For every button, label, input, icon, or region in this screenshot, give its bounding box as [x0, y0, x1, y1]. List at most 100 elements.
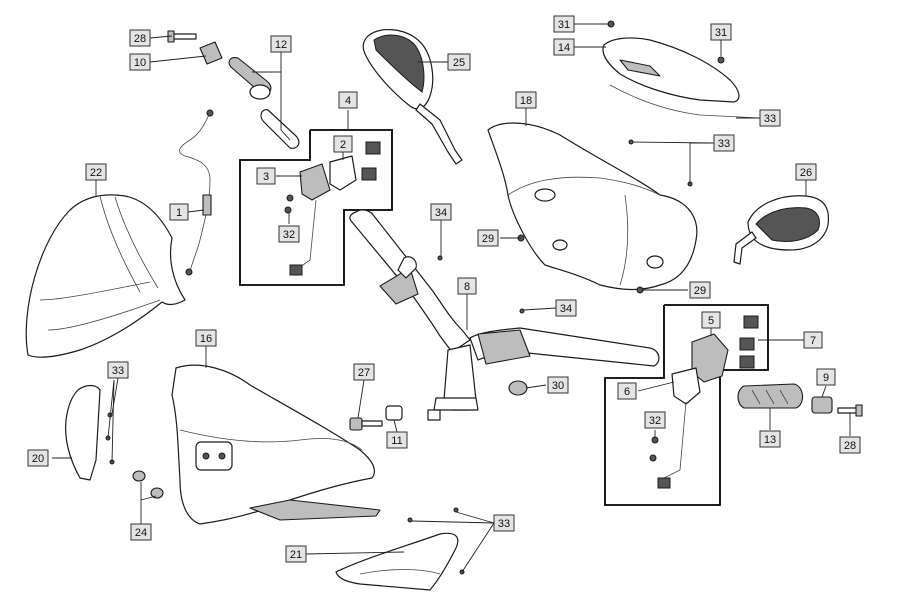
leader-lines — [52, 23, 851, 573]
part-mirror-right — [733, 195, 830, 265]
svg-text:25: 25 — [453, 57, 465, 69]
svg-text:3: 3 — [263, 171, 269, 183]
part-rear-handlebar-cover — [487, 122, 698, 291]
callout-3: 3 — [256, 167, 276, 185]
callout-33-lower: 33 — [493, 514, 515, 532]
callout-20: 20 — [27, 449, 49, 467]
svg-text:13: 13 — [764, 434, 776, 446]
callout-21: 21 — [285, 545, 307, 563]
callout-34-upper: 34 — [430, 203, 452, 221]
svg-text:28: 28 — [844, 440, 856, 452]
svg-text:33: 33 — [112, 365, 124, 377]
svg-text:14: 14 — [558, 42, 570, 54]
svg-text:18: 18 — [520, 95, 532, 107]
callout-6: 6 — [617, 382, 637, 400]
svg-text:33: 33 — [498, 518, 510, 530]
callout-32-right: 32 — [644, 411, 666, 429]
callout-12: 12 — [270, 35, 292, 53]
callout-9: 9 — [816, 368, 836, 386]
svg-text:10: 10 — [134, 57, 146, 69]
callout-24: 24 — [130, 523, 152, 541]
part-bar-end-right — [811, 396, 833, 414]
svg-text:33: 33 — [718, 138, 730, 150]
callout-31-left: 31 — [553, 15, 575, 33]
part-nut-11 — [385, 405, 403, 421]
part-rubber-mount — [508, 380, 528, 396]
svg-text:11: 11 — [391, 435, 402, 447]
svg-text:7: 7 — [810, 335, 816, 347]
part-throttle-cable — [179, 109, 214, 276]
svg-text:31: 31 — [715, 27, 727, 39]
callout-31-right: 31 — [710, 23, 732, 41]
callout-25: 25 — [447, 53, 471, 71]
svg-text:24: 24 — [135, 527, 147, 539]
callout-32-left: 32 — [278, 225, 300, 243]
svg-text:6: 6 — [624, 386, 630, 398]
callout-14: 14 — [553, 38, 575, 56]
callout-30: 30 — [547, 376, 569, 394]
svg-text:26: 26 — [800, 167, 812, 179]
callout-27: 27 — [353, 363, 375, 381]
part-grommets — [132, 470, 164, 499]
part-lower-panel — [335, 532, 459, 591]
callout-26: 26 — [795, 163, 817, 181]
callout-13: 13 — [759, 430, 781, 448]
part-grip-left — [228, 57, 300, 149]
callout-34-lower: 34 — [555, 299, 577, 317]
callout-29-lower: 29 — [689, 281, 711, 299]
callout-2: 2 — [333, 135, 353, 153]
part-bolt-right — [837, 404, 863, 417]
callout-22: 22 — [85, 163, 107, 181]
svg-text:2: 2 — [340, 139, 346, 151]
callout-33-cover: 33 — [713, 134, 735, 152]
callout-1: 1 — [169, 203, 189, 221]
svg-text:22: 22 — [90, 167, 102, 179]
switch-group-left — [239, 129, 393, 286]
callout-33-meter: 33 — [759, 109, 781, 127]
part-screw-27 — [349, 417, 383, 431]
svg-text:8: 8 — [464, 281, 470, 293]
part-grip-right — [737, 383, 804, 409]
callout-29-upper: 29 — [477, 229, 499, 247]
svg-text:9: 9 — [823, 372, 829, 384]
svg-text:5: 5 — [708, 315, 714, 327]
svg-text:29: 29 — [694, 285, 706, 297]
svg-text:28: 28 — [134, 33, 146, 45]
svg-text:29: 29 — [482, 233, 494, 245]
svg-text:21: 21 — [290, 549, 302, 561]
part-side-panel-left — [65, 384, 115, 481]
callout-18: 18 — [515, 91, 537, 109]
svg-text:30: 30 — [552, 380, 564, 392]
svg-text:12: 12 — [275, 39, 287, 51]
callout-8: 8 — [457, 277, 477, 295]
callout-10: 10 — [129, 53, 151, 71]
svg-text:34: 34 — [560, 303, 572, 315]
callout-28-right: 28 — [839, 436, 861, 454]
callout-11: 11 — [386, 431, 408, 449]
part-mirror-left — [362, 29, 463, 165]
part-bar-end-left — [199, 41, 223, 65]
svg-text:32: 32 — [649, 415, 661, 427]
svg-text:34: 34 — [435, 207, 447, 219]
callout-5: 5 — [701, 311, 721, 329]
callout-28-left: 28 — [129, 29, 151, 47]
svg-text:4: 4 — [345, 95, 351, 107]
part-bolt-left — [167, 30, 197, 43]
svg-text:1: 1 — [176, 207, 182, 219]
part-front-handlebar-cover — [171, 364, 381, 525]
part-handlebar — [349, 209, 660, 421]
callout-4: 4 — [338, 91, 358, 109]
switch-group-right — [604, 304, 769, 506]
part-windscreen — [25, 194, 186, 358]
svg-text:16: 16 — [200, 333, 212, 345]
callout-16: 16 — [195, 329, 217, 347]
svg-text:20: 20 — [32, 453, 44, 465]
svg-text:27: 27 — [358, 367, 370, 379]
svg-text:31: 31 — [558, 19, 570, 31]
part-meter-cover — [602, 20, 761, 119]
callout-7: 7 — [803, 331, 823, 349]
svg-text:33: 33 — [764, 113, 776, 125]
callout-33-side: 33 — [107, 361, 129, 379]
svg-text:32: 32 — [283, 229, 295, 241]
